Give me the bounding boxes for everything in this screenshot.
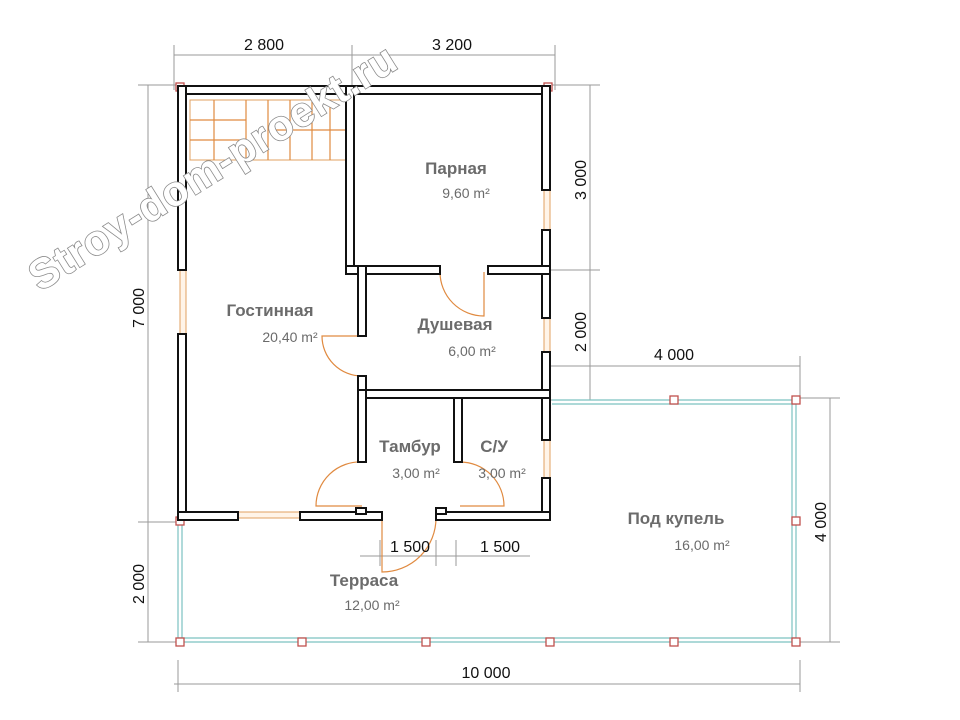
room-name-dushevaya: Душевая (418, 315, 493, 334)
room-name-tambur: Тамбур (379, 437, 441, 456)
dim-left-terrace: 2 000 (131, 564, 148, 604)
dim-door-left: 1 500 (390, 539, 430, 556)
terrace-posts (175, 82, 801, 647)
dim-right-upper: 3 000 (573, 160, 590, 200)
dim-door-right: 1 500 (480, 539, 520, 556)
dim-total-width: 10 000 (462, 665, 511, 682)
room-name-parnaya: Парная (425, 159, 487, 178)
doors (315, 271, 505, 573)
room-name-su: С/У (480, 437, 508, 456)
room-area-tambur: 3,00 m² (392, 465, 440, 481)
dim-top-right: 3 200 (432, 37, 472, 54)
room-area-dushevaya: 6,00 m² (448, 343, 496, 359)
dim-left-main: 7 000 (131, 288, 148, 328)
dim-kupel-width: 4 000 (654, 347, 694, 364)
room-area-su: 3,00 m² (478, 465, 526, 481)
room-area-gostinnaya: 20,40 m² (262, 329, 318, 345)
room-area-parnaya: 9,60 m² (442, 185, 490, 201)
room-area-terrasa: 12,00 m² (344, 597, 400, 613)
dim-kupel-depth: 4 000 (813, 502, 830, 542)
room-name-gostinnaya: Гостинная (226, 301, 313, 320)
room-name-pod-kupel: Под купель (628, 509, 725, 528)
dim-top-left: 2 800 (244, 37, 284, 54)
dim-right-lower: 2 000 (573, 312, 590, 352)
room-name-terrasa: Терраса (330, 571, 399, 590)
walls (177, 85, 551, 521)
room-area-pod-kupel: 16,00 m² (674, 537, 730, 553)
